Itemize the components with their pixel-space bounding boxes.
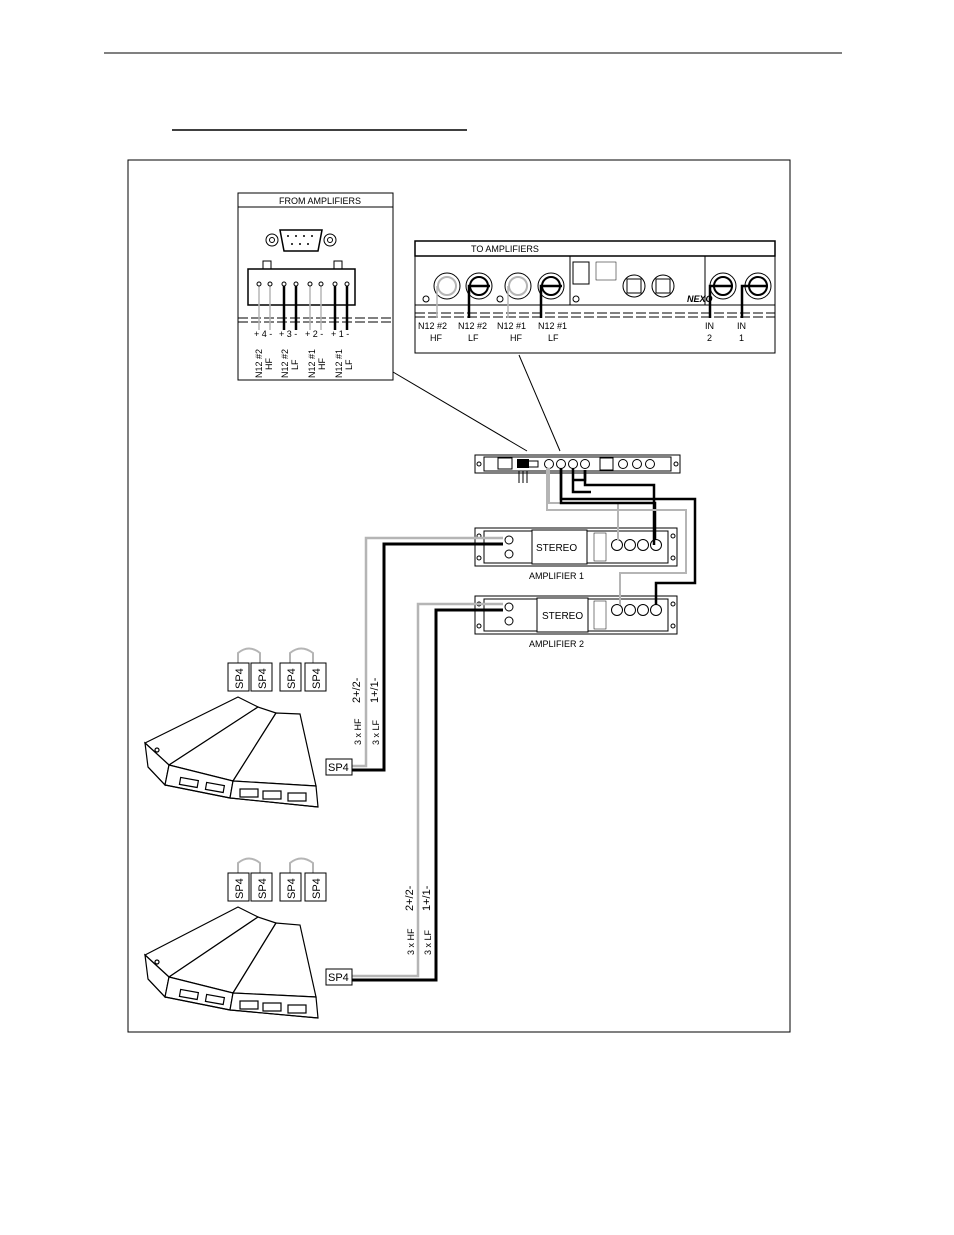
sp4-link-connector [304, 662, 327, 692]
speaker-array-2: SP4 SP4 SP4 SP4 SP4 [143, 857, 353, 1019]
output-label: LF [468, 333, 479, 343]
cable-labels-2: 2+/2- 1+/1- 3 x HF 3 x LF [404, 885, 433, 955]
pin-label: + 3 - [279, 329, 297, 339]
svg-text:2+/2-: 2+/2- [404, 885, 416, 911]
input-label: IN [705, 321, 714, 331]
svg-text:SP4: SP4 [257, 668, 269, 689]
svg-text:SP4: SP4 [286, 668, 298, 689]
svg-text:3 x HF: 3 x HF [353, 718, 363, 745]
sp4-input-connector [325, 758, 353, 776]
amplifier-label: AMPLIFIER 2 [529, 639, 584, 649]
output-label: LF [548, 333, 559, 343]
from-amplifiers-title: FROM AMPLIFIERS [279, 196, 361, 206]
callout-line [518, 354, 561, 452]
output-label: HF [510, 333, 522, 343]
to-amplifiers-inset: TO AMPLIFIERS NEXO [414, 240, 776, 354]
amplifier-label: AMPLIFIER 1 [529, 571, 584, 581]
pin-label: + 2 - [305, 329, 323, 339]
signal-cables [546, 468, 697, 605]
callout-line [392, 371, 528, 452]
db9-connector-icon [265, 229, 337, 252]
sp4-link-connector [279, 662, 302, 692]
svg-text:SP4: SP4 [311, 878, 323, 899]
output-label: HF [430, 333, 442, 343]
amplifier-panel-label: STEREO [536, 543, 577, 554]
svg-text:N12 #1: N12 #1 [307, 349, 317, 378]
speaker-array-1: SP4 SP4 SP4 SP4 SP4 [143, 647, 353, 808]
svg-text:LF: LF [344, 359, 354, 370]
sp4-input-label: SP4 [328, 762, 349, 774]
input-label: 2 [707, 333, 712, 343]
svg-text:N12 #2: N12 #2 [254, 349, 264, 378]
cable-labels-1: 2+/2- 1+/1- 3 x HF 3 x LF [351, 677, 381, 745]
sp4-input-label: SP4 [328, 972, 349, 984]
speaker-cables [352, 536, 503, 982]
line-array-cabinets [143, 906, 319, 1019]
svg-text:N12 #2: N12 #2 [280, 349, 290, 378]
sp4-link-connector [227, 662, 250, 692]
svg-text:3 x LF: 3 x LF [371, 719, 381, 745]
sp4-link-connector [250, 872, 273, 902]
output-label: N12 #1 [497, 321, 526, 331]
svg-text:N12 #1: N12 #1 [334, 349, 344, 378]
svg-text:HF: HF [317, 358, 327, 370]
svg-text:SP4: SP4 [286, 878, 298, 899]
amplifier-2: STEREO AMPLIFIER 2 [474, 595, 678, 649]
diagram-frame [127, 159, 791, 1033]
svg-text:SP4: SP4 [234, 668, 246, 689]
amplifier-panel-label: STEREO [542, 611, 583, 622]
svg-text:SP4: SP4 [311, 668, 323, 689]
input-label: 1 [739, 333, 744, 343]
from-amplifiers-inset: FROM AMPLIFIERS [237, 192, 394, 381]
sp4-link-connector [304, 872, 327, 902]
output-label: N12 #2 [458, 321, 487, 331]
sp4-link-connector [227, 872, 250, 902]
amplifier-1: STEREO AMPLIFIER 1 [474, 527, 678, 581]
line-array-cabinets [143, 696, 319, 808]
nexo-logo: NEXO [687, 294, 713, 304]
pin-label: + 4 - [254, 329, 272, 339]
svg-text:3 x HF: 3 x HF [406, 928, 416, 955]
svg-text:3 x LF: 3 x LF [423, 929, 433, 955]
input-label: IN [737, 321, 746, 331]
svg-text:LF: LF [290, 359, 300, 370]
svg-text:SP4: SP4 [234, 878, 246, 899]
svg-text:HF: HF [264, 358, 274, 370]
to-amplifiers-title: TO AMPLIFIERS [471, 244, 539, 254]
output-label: N12 #1 [538, 321, 567, 331]
pin-label: + 1 - [331, 329, 349, 339]
sp4-link-connector [279, 872, 302, 902]
svg-text:SP4: SP4 [257, 878, 269, 899]
sp4-input-connector [325, 968, 353, 986]
svg-text:2+/2-: 2+/2- [351, 677, 363, 703]
svg-text:1+/1-: 1+/1- [421, 885, 433, 911]
sp4-link-connector [250, 662, 273, 692]
output-label: N12 #2 [418, 321, 447, 331]
svg-text:1+/1-: 1+/1- [369, 677, 381, 703]
terminal-block [238, 260, 393, 330]
